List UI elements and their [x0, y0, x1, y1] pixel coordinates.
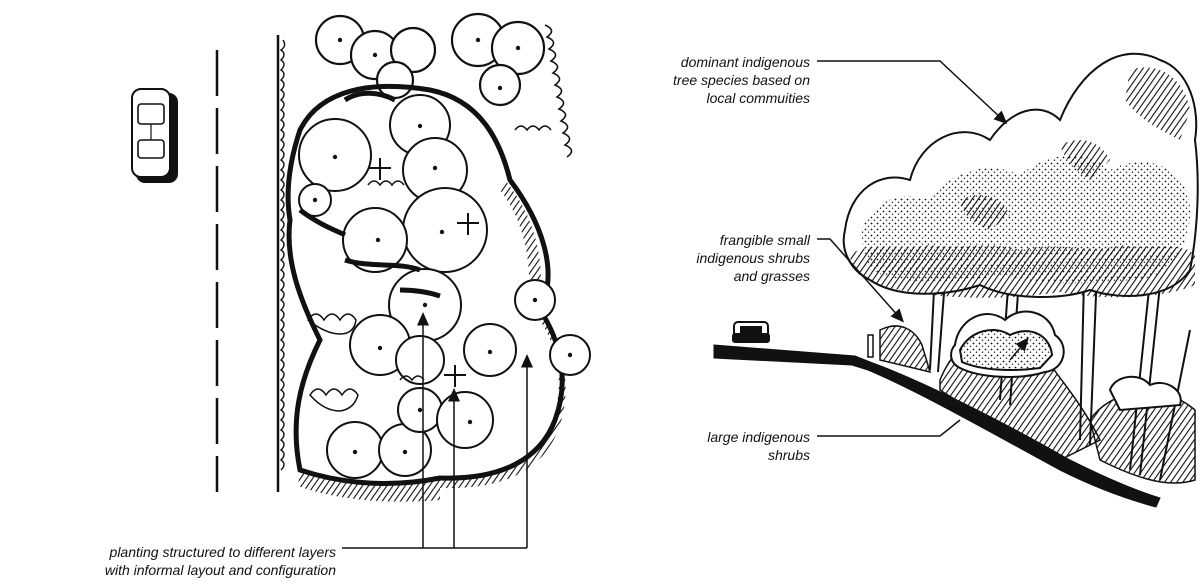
guard-post — [868, 335, 873, 357]
label-frangible-line-1: frangible small — [600, 231, 810, 249]
label-large-line-2: shrubs — [600, 446, 810, 464]
car-section-icon — [732, 322, 770, 343]
label-dominant-trees: dominant indigenous tree species based o… — [580, 53, 810, 107]
label-dominant-line-2: tree species based on — [580, 71, 810, 89]
car-plan-icon — [132, 89, 178, 183]
right-edge-scribble — [545, 25, 572, 157]
label-dominant-line-3: local commuities — [580, 89, 810, 107]
label-planting-line-1: planting structured to different layers — [0, 543, 336, 561]
label-frangible-line-3: and grasses — [600, 267, 810, 285]
label-planting-structure: planting structured to different layers … — [0, 543, 336, 579]
label-frangible-line-2: indigenous shrubs — [600, 249, 810, 267]
label-large-shrubs: large indigenous shrubs — [600, 428, 810, 464]
inner-tree-canopies — [299, 95, 590, 478]
label-dominant-line-1: dominant indigenous — [580, 53, 810, 71]
label-frangible-shrubs: frangible small indigenous shrubs and gr… — [600, 231, 810, 285]
label-planting-line-2: with informal layout and configuration — [0, 561, 336, 579]
plan-view — [132, 14, 590, 548]
top-tree-cluster-right — [452, 14, 544, 105]
verge-grass — [281, 40, 285, 470]
ground-shrub-mass — [880, 326, 930, 372]
tree-canopies — [844, 54, 1198, 298]
label-large-line-1: large indigenous — [600, 428, 810, 446]
